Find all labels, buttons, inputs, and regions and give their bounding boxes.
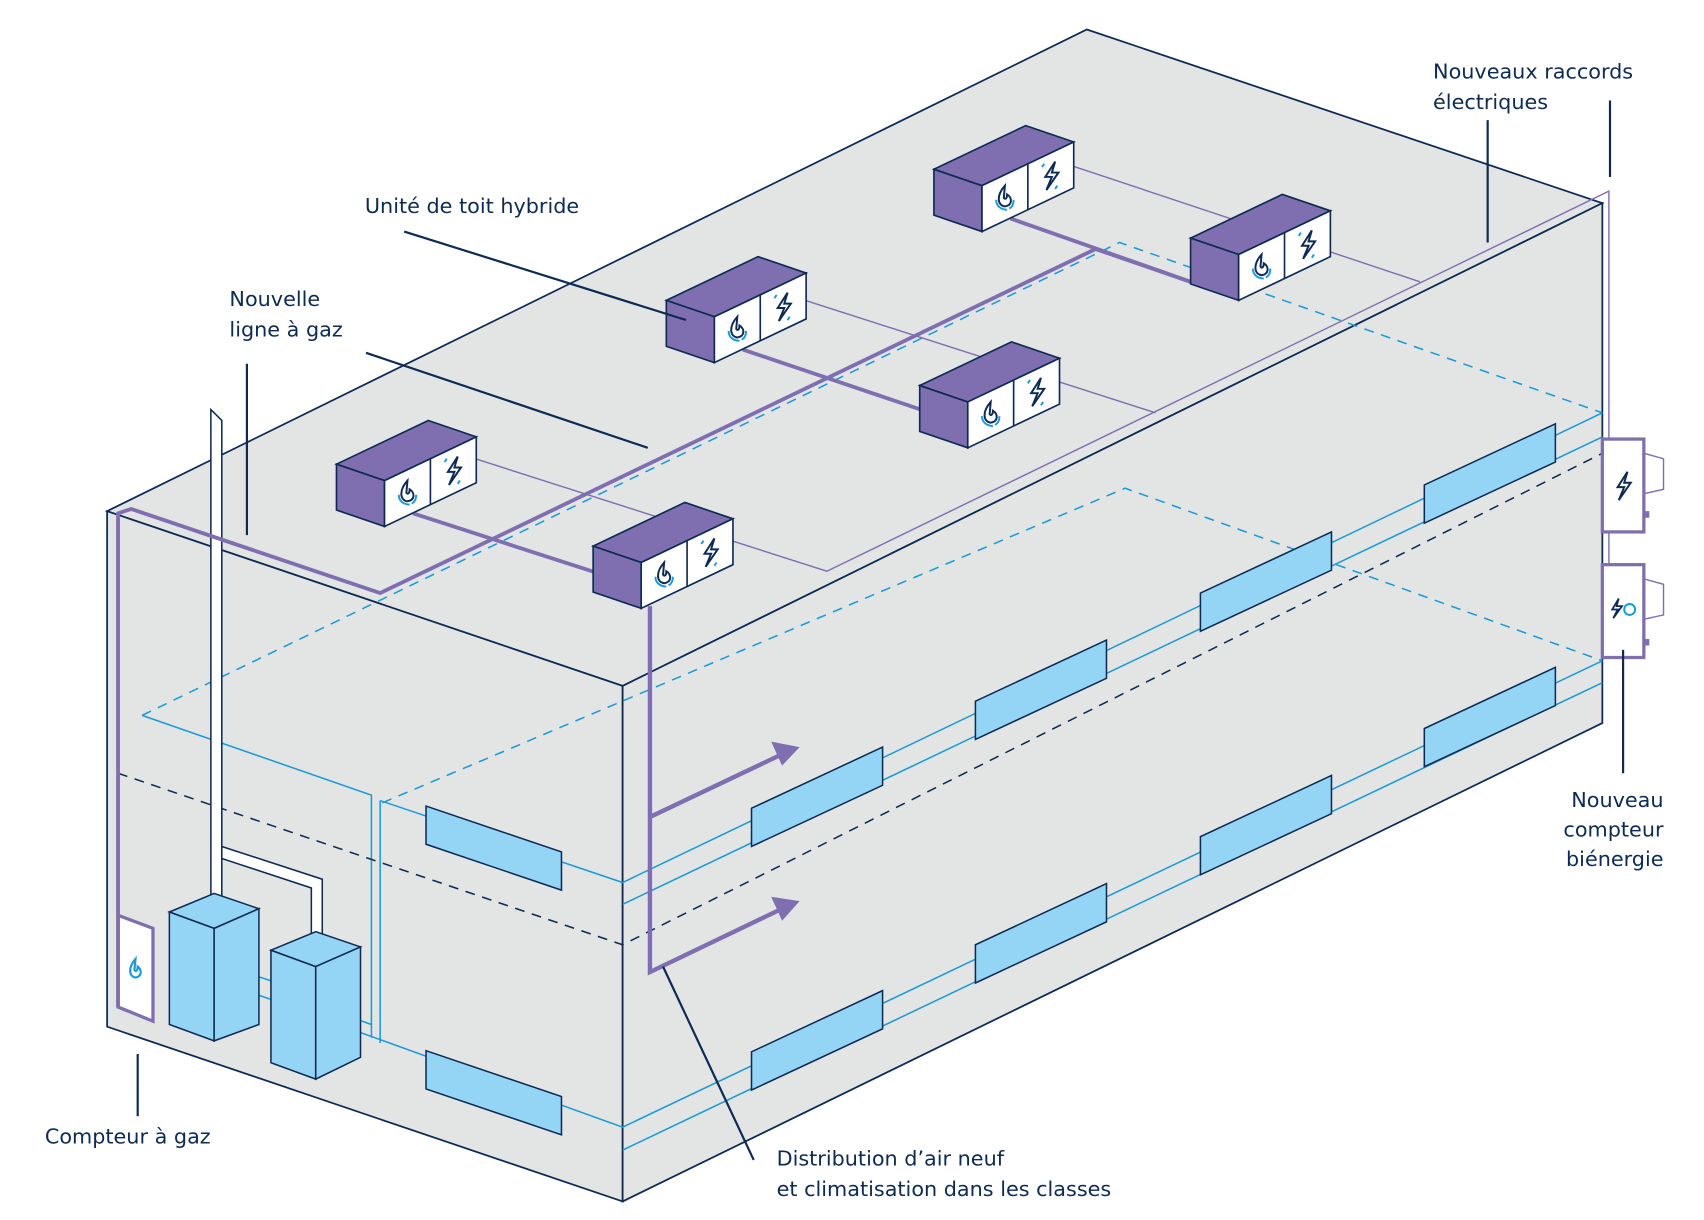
flame-waves xyxy=(654,576,674,588)
flame-shape xyxy=(983,399,998,424)
flame-shape xyxy=(1254,251,1269,277)
window xyxy=(1423,666,1557,768)
flame-icon xyxy=(654,559,674,588)
flame-shape xyxy=(400,477,415,503)
bolt-sparks xyxy=(773,294,791,321)
gas-line xyxy=(116,216,1192,1008)
rooftop-unit xyxy=(334,419,479,528)
label-rooftop-unit: Unité de toit hybride xyxy=(365,194,579,218)
rooftop-unit xyxy=(931,124,1076,233)
boiler-equipment xyxy=(167,407,363,1081)
leader-lines xyxy=(136,100,1625,1161)
front-wall xyxy=(621,201,1604,1203)
window xyxy=(425,1049,563,1136)
label-gas-line-2: ligne à gaz xyxy=(229,317,342,341)
label-dual-meter-1: Nouveau xyxy=(1571,788,1663,812)
tank-2 xyxy=(268,930,363,1081)
flame-icon xyxy=(1251,251,1272,280)
bolt-icon xyxy=(1615,471,1633,501)
window xyxy=(1423,422,1557,525)
dashed-duct xyxy=(141,241,1603,717)
flame-shape xyxy=(657,559,672,585)
bolt-sparks xyxy=(1041,163,1059,190)
rooftop-units xyxy=(334,124,1333,610)
bolt-shape xyxy=(1300,229,1317,260)
label-distribution-1: Distribution d’air neuf xyxy=(777,1146,1005,1170)
rooftop-unit xyxy=(664,255,809,364)
tank-1 xyxy=(167,892,262,1042)
label-gas-meter: Compteur à gaz xyxy=(45,1125,211,1149)
flame-waves xyxy=(980,416,1001,427)
rooftop-unit xyxy=(590,501,736,610)
bolt-sparks xyxy=(1027,379,1044,406)
label-distribution-2: et climatisation dans les classes xyxy=(777,1177,1112,1201)
air-distribution xyxy=(647,606,788,976)
label-electrical-2: électriques xyxy=(1433,90,1548,114)
bolt-icon xyxy=(1297,229,1317,260)
rooftop-unit xyxy=(917,340,1062,450)
bolt-shape xyxy=(1043,161,1061,191)
dashed-duct xyxy=(382,487,1603,804)
window xyxy=(1199,774,1333,877)
flame-waves xyxy=(397,494,418,506)
bolt-shape xyxy=(1029,377,1047,407)
windows xyxy=(425,422,1557,1136)
bolt-shape xyxy=(775,292,793,322)
bolt-icon xyxy=(443,456,463,486)
bolt-shape xyxy=(446,456,463,486)
window xyxy=(750,989,884,1092)
window xyxy=(1199,530,1333,633)
flame-icon xyxy=(727,313,748,342)
dashed-floor-line xyxy=(117,452,1603,946)
label-electrical-1: Nouveaux raccords xyxy=(1433,60,1633,84)
vent-pipe xyxy=(210,407,223,908)
window xyxy=(974,882,1108,985)
arrow-lower xyxy=(771,896,800,921)
bolt-sparks xyxy=(700,540,718,567)
rooftop-unit xyxy=(1188,193,1333,302)
flame-waves xyxy=(1251,268,1272,280)
flame-icon xyxy=(980,399,1001,427)
bolt-shape xyxy=(702,537,720,568)
bolt-sparks xyxy=(1297,232,1315,259)
bolt-icon xyxy=(1041,161,1061,191)
bolt-sparks xyxy=(443,458,461,485)
flame-waves xyxy=(995,199,1015,211)
window xyxy=(425,804,563,892)
bolt-icon xyxy=(1027,377,1047,407)
electric-meter xyxy=(1600,437,1665,534)
flame-shape xyxy=(730,313,745,339)
dual-energy-meter xyxy=(1600,563,1665,660)
gas-meter xyxy=(116,912,155,1024)
arrow-upper xyxy=(771,741,800,766)
flame-icon xyxy=(995,182,1015,211)
bolt-icon xyxy=(773,292,793,322)
window xyxy=(750,745,884,848)
label-gas-line-1: Nouvelle xyxy=(229,287,320,311)
label-dual-meter-3: biénergie xyxy=(1566,847,1664,871)
flame-icon xyxy=(397,477,418,506)
bolt-icon xyxy=(700,537,720,568)
bolt-flame-icon xyxy=(1610,598,1624,619)
flame-icon xyxy=(129,955,142,979)
flame-waves xyxy=(727,330,748,342)
label-dual-meter-2: compteur xyxy=(1563,818,1664,842)
window xyxy=(974,638,1108,741)
flame-shape xyxy=(997,182,1012,208)
